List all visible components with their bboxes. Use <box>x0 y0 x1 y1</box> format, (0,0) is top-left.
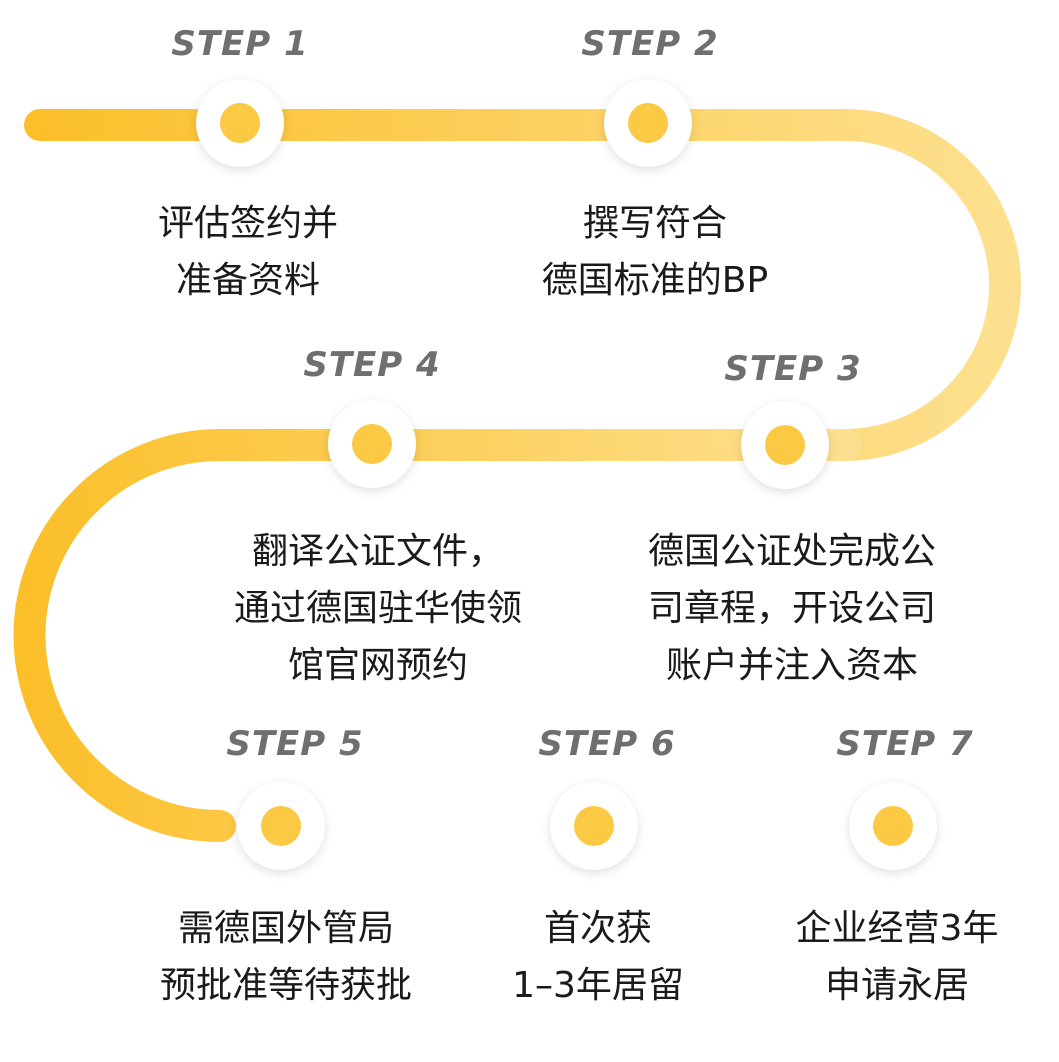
step-5-node <box>237 782 325 870</box>
step-5-dot <box>261 806 301 846</box>
step-4-line-1: 翻译公证文件， <box>251 531 505 572</box>
step-1-label: STEP 1 <box>171 24 309 64</box>
step-1-line-2: 准备资料 <box>175 260 321 301</box>
step-3-description: 德国公证处完成公 司章程，开设公司 账户并注入资本 <box>648 523 936 694</box>
step-3-line-1: 德国公证处完成公 <box>647 531 937 572</box>
step-6-description: 首次获 1–3年居留 <box>512 900 684 1014</box>
step-2-line-2: 德国标准的BP <box>541 260 769 301</box>
step-7-label: STEP 7 <box>836 724 974 764</box>
step-4-label: STEP 4 <box>303 345 441 385</box>
step-2-line-1: 撰写符合 <box>582 203 728 244</box>
step-3-dot <box>765 425 805 465</box>
step-5-label: STEP 5 <box>226 724 364 764</box>
step-4-line-3: 馆官网预约 <box>287 645 469 686</box>
step-2-description: 撰写符合 德国标准的BP <box>542 195 768 309</box>
step-1-node <box>196 79 284 167</box>
step-7-line-1: 企业经营3年 <box>795 908 999 949</box>
step-4-dot <box>352 424 392 464</box>
step-6-dot <box>574 806 614 846</box>
step-6-label: STEP 6 <box>538 724 676 764</box>
step-1-line-1: 评估签约并 <box>157 203 339 244</box>
step-7-dot <box>873 806 913 846</box>
step-3-line-2: 司章程，开设公司 <box>647 588 937 629</box>
step-4-description: 翻译公证文件， 通过德国驻华使领 馆官网预约 <box>234 523 522 694</box>
step-5-description: 需德国外管局 预批准等待获批 <box>160 900 412 1014</box>
step-2-dot <box>628 103 668 143</box>
step-2-node <box>604 79 692 167</box>
step-6-line-2: 1–3年居留 <box>512 965 684 1006</box>
step-7-line-2: 申请永居 <box>824 965 969 1006</box>
step-5-line-1: 需德国外管局 <box>177 908 395 949</box>
step-6-node <box>550 782 638 870</box>
step-7-node <box>849 782 937 870</box>
step-3-node <box>741 401 829 489</box>
step-5-line-2: 预批准等待获批 <box>159 965 413 1006</box>
step-7-description: 企业经营3年 申请永居 <box>796 900 999 1014</box>
step-4-line-2: 通过德国驻华使领 <box>233 588 523 629</box>
step-4-node <box>328 400 416 488</box>
step-3-line-3: 账户并注入资本 <box>665 645 919 686</box>
path-segment-middle <box>13 429 861 842</box>
step-1-dot <box>220 103 260 143</box>
path-segment-top <box>24 109 1021 461</box>
step-2-label: STEP 2 <box>581 24 719 64</box>
step-3-label: STEP 3 <box>724 349 862 389</box>
step-6-line-1: 首次获 <box>543 908 652 949</box>
step-1-description: 评估签约并 准备资料 <box>158 195 338 309</box>
